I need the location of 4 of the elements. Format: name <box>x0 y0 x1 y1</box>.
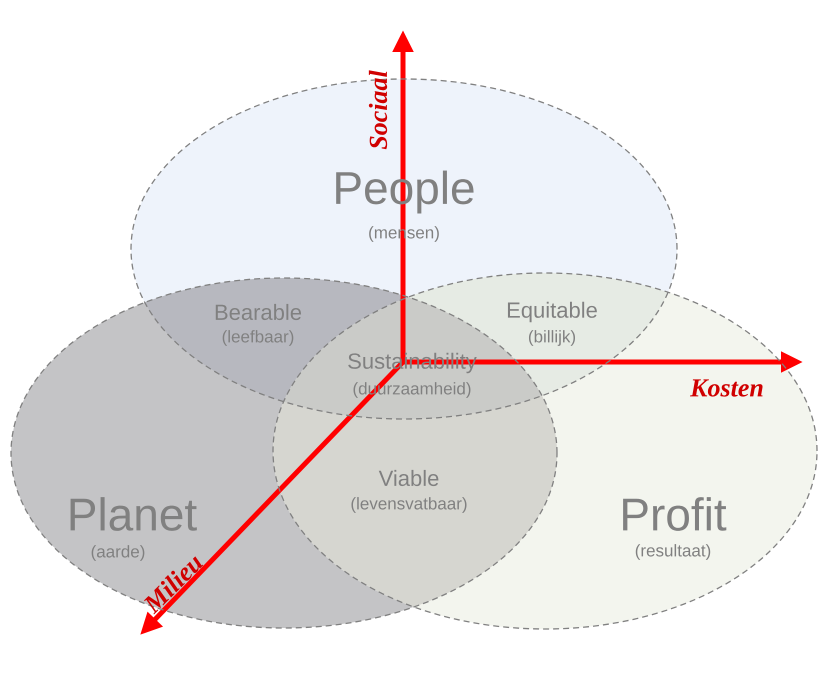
region-label: (levensvatbaar) <box>351 497 467 513</box>
region-label: Viable <box>378 470 438 486</box>
axis-label: Kosten <box>690 379 763 397</box>
axis-label: Sociaal <box>368 70 388 150</box>
